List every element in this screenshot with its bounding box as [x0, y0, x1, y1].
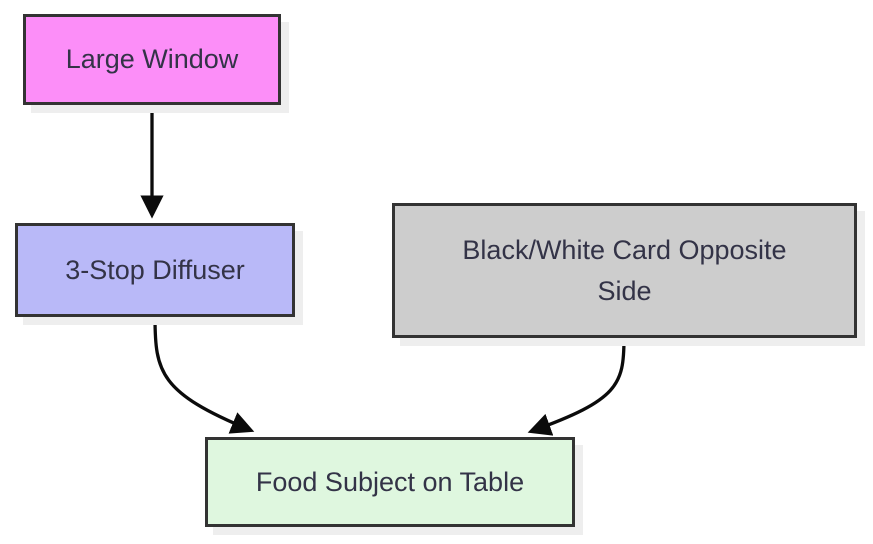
edge-card-to-food — [527, 337, 626, 436]
node-three-stop-diffuser: 3-Stop Diffuser — [15, 223, 295, 317]
node-label-black-white-card: Black/White Card Opposite Side — [462, 235, 787, 306]
node-large-window: Large Window — [23, 14, 281, 105]
node-black-white-card: Black/White Card Opposite Side — [392, 203, 857, 338]
edge-diffuser-to-food — [153, 316, 255, 434]
node-label-food-subject: Food Subject on Table — [255, 466, 525, 497]
node-label-large-window: Large Window — [65, 44, 239, 75]
node-food-subject: Food Subject on Table — [205, 437, 575, 527]
node-label-three-stop-diffuser: 3-Stop Diffuser — [65, 254, 245, 285]
